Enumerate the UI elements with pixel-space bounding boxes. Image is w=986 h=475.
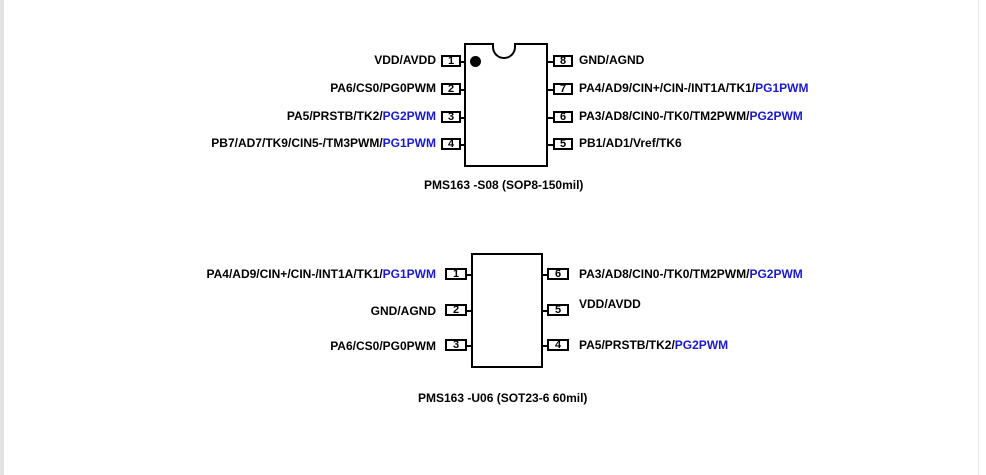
sop8-pin6-lead [546,117,554,119]
page-left-border [0,0,4,475]
sot23-pin3-lead [465,345,473,347]
sop8-pin1-lead [460,61,466,63]
sop8-pin1-label: VDD/AVDD [374,53,436,67]
sop8-pin5-number: 5 [553,138,573,150]
sop8-pin2-number: 2 [441,83,461,95]
sot23-pin1-number: 1 [445,268,467,280]
sot23-pin2-number: 2 [445,304,467,316]
sot23-pin6-number: 6 [547,268,569,280]
sop8-pin8-lead [546,61,554,63]
sot23-pin5-number: 5 [547,304,569,316]
sot23-pin6-lead [541,274,549,276]
sot23-pin5-lead [541,310,549,312]
sot23-pin1-label: PA4/AD9/CIN+/CIN-/INT1A/TK1/PG1PWM [206,267,436,281]
sot23-pin4-label: PA5/PRSTB/TK2/PG2PWM [579,338,729,352]
sop8-pin5-lead [546,144,554,146]
sop8-package-body [464,43,548,167]
sop8-pin3-number: 3 [441,111,461,123]
sop8-pin3-label: PA5/PRSTB/TK2/PG2PWM [286,109,436,123]
sop8-pin6-label: PA3/AD8/CIN0-/TK0/TM2PWM/PG2PWM [579,109,803,123]
sop8-pin8-label: GND/AGND [579,53,645,67]
sop8-pin7-label: PA4/AD9/CIN+/CIN-/INT1A/TK1/PG1PWM [579,81,809,95]
sop8-pin7-number: 7 [553,83,573,95]
sot23-pin6-label: PA3/AD8/CIN0-/TK0/TM2PWM/PG2PWM [579,267,803,281]
pin1-dot-icon [470,56,481,67]
sot23-caption: PMS163 -U06 (SOT23-6 60mil) [418,391,588,405]
sot23-package-body [471,253,543,368]
page-right-border [978,0,979,475]
sot23-pin2-label: GND/AGND [370,304,436,318]
sop8-pin4-lead [460,144,466,146]
sop8-pin4-label: PB7/AD7/TK9/CIN5-/TM3PWM/PG1PWM [211,136,436,150]
sop8-pin3-lead [460,117,466,119]
sop8-pin5-label: PB1/AD1/Vref/TK6 [579,136,682,150]
sop8-pin2-lead [460,89,466,91]
sop8-pin4-number: 4 [441,138,461,150]
sot23-pin1-lead [465,274,473,276]
sot23-pin4-lead [541,345,549,347]
sot23-pin3-label: PA6/CS0/PG0PWM [330,339,436,353]
pin1-notch-icon [492,43,516,59]
sop8-pin2-label: PA6/CS0/PG0PWM [330,81,436,95]
sop8-pin7-lead [546,89,554,91]
sot23-pin2-lead [465,310,473,312]
sop8-pin1-number: 1 [441,55,461,67]
sop8-pin8-number: 8 [553,55,573,67]
sot23-pin4-number: 4 [547,339,569,351]
sop8-pin6-number: 6 [553,111,573,123]
sop8-caption: PMS163 -S08 (SOP8-150mil) [424,178,584,192]
sot23-pin5-label: VDD/AVDD [579,297,641,311]
sot23-pin3-number: 3 [445,339,467,351]
